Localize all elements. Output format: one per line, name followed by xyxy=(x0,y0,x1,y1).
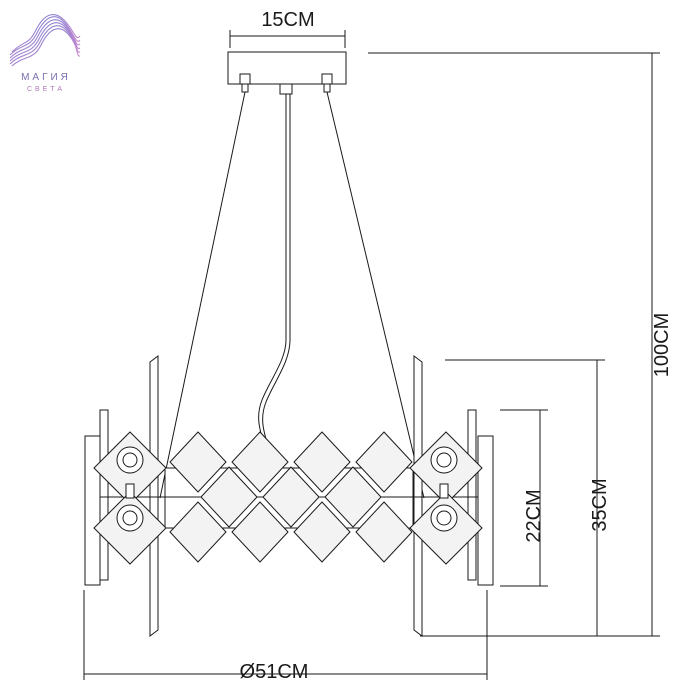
diameter-label: Ø51CM xyxy=(240,661,309,683)
total-height-dimension xyxy=(368,52,660,637)
canopy-width-dimension xyxy=(229,30,346,48)
wave-logo-icon xyxy=(9,14,81,67)
body-height-dimension xyxy=(420,359,605,637)
brand-name: МАГИЯ xyxy=(21,72,71,83)
ceiling-canopy xyxy=(227,51,347,95)
inner-height-label: 22CM xyxy=(523,489,545,542)
chandelier-body xyxy=(84,355,494,637)
diameter-dimension xyxy=(83,590,488,680)
canopy-width-label: 15CM xyxy=(261,9,314,31)
total-height-label: 100CM xyxy=(651,313,673,377)
inner-height-dimension xyxy=(500,409,548,587)
bulb-holders xyxy=(125,483,449,499)
brand-logo: МАГИЯ СВЕТА xyxy=(4,8,84,98)
body-height-label: 35CM xyxy=(589,478,611,531)
brand-subtitle: СВЕТА xyxy=(26,86,66,93)
